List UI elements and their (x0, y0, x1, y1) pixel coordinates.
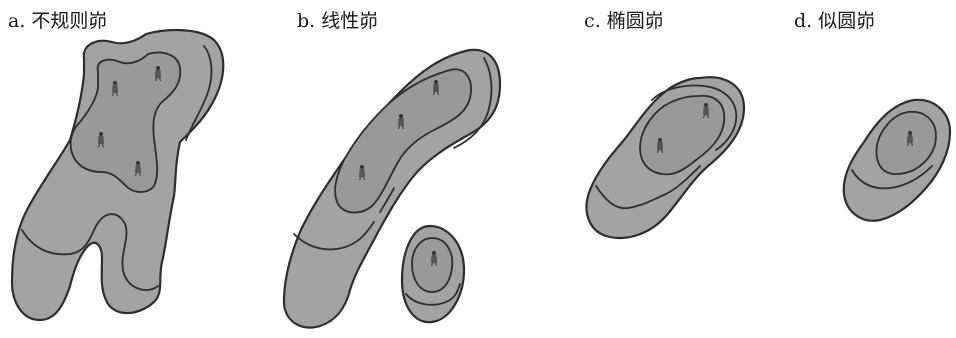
panel-d-shape (844, 100, 950, 221)
panel-c-shape (587, 77, 744, 238)
panel-b-shape (284, 50, 500, 328)
panel-b-small-shape (402, 226, 464, 322)
panel-a-shape (12, 30, 223, 320)
